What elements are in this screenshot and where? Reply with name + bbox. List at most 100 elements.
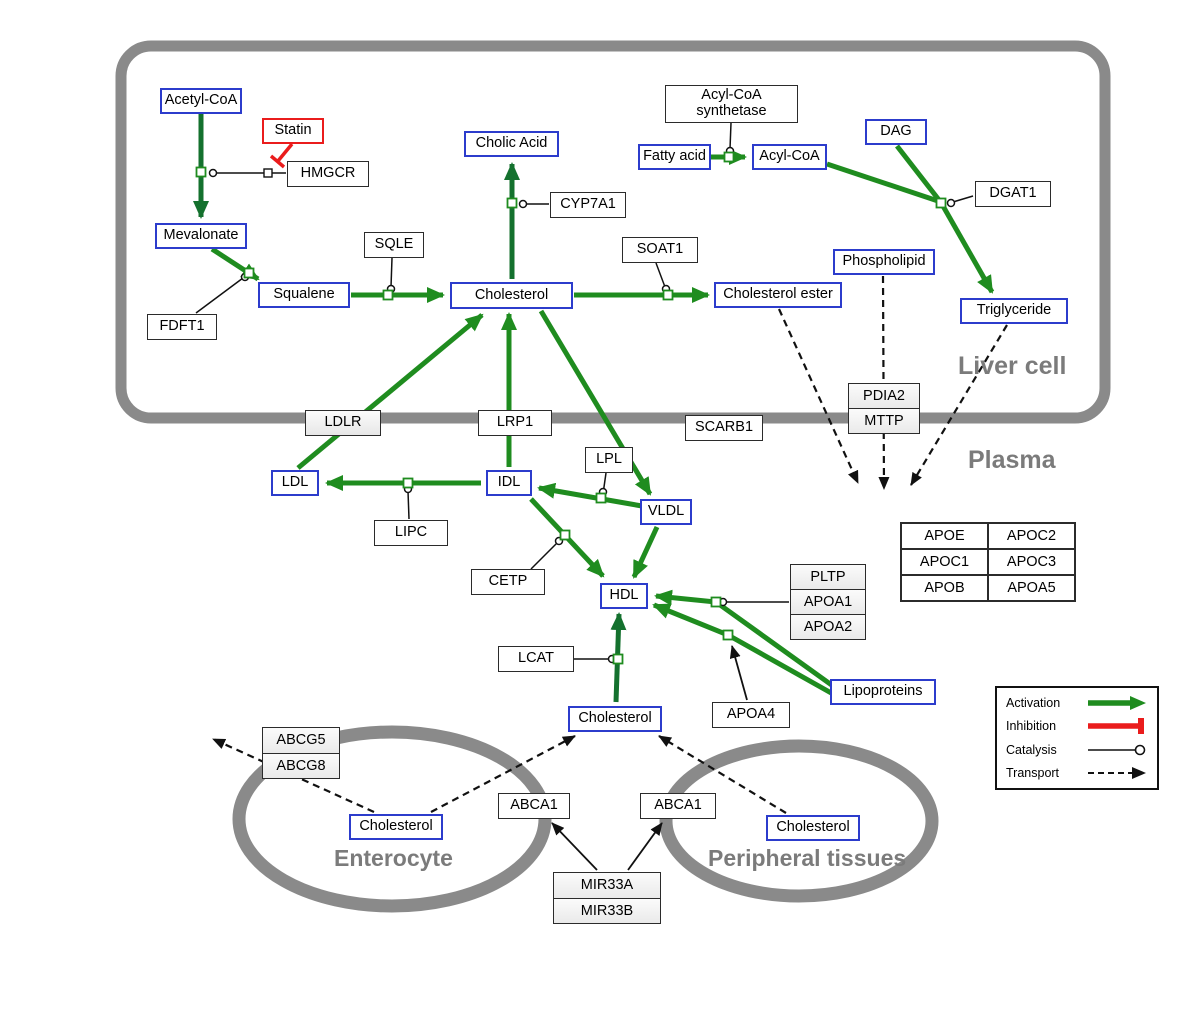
edge-ldl-to-liver-cholesterol [296, 313, 484, 470]
node-hmgcr[interactable]: HMGCR [287, 161, 369, 187]
node-dgat1[interactable]: DGAT1 [975, 181, 1051, 207]
edge-mir33-to-abca1-enterocyte [551, 822, 598, 871]
node-statin[interactable]: Statin [262, 118, 324, 144]
node-idl[interactable]: IDL [486, 470, 532, 496]
membranes [115, 40, 1111, 913]
statin-target-square [263, 168, 273, 178]
node-pltp-apoa-stack: PLTP APOA1 APOA2 [790, 564, 866, 640]
catalysis-dgat1 [952, 195, 974, 203]
node-apoa2[interactable]: APOA2 [791, 614, 865, 639]
legend-activation-row: Activation [1006, 695, 1148, 711]
node-pltp[interactable]: PLTP [791, 565, 865, 589]
plasma-label: Plasma [968, 446, 1056, 474]
node-apoe[interactable]: APOE [901, 523, 988, 549]
node-sqle[interactable]: SQLE [364, 232, 424, 258]
node-abcg-stack: ABCG5 ABCG8 [262, 727, 340, 779]
edge-apoa4-to-reaction [729, 645, 748, 701]
node-cholesterol-enterocyte[interactable]: Cholesterol [349, 814, 443, 840]
acyl-coa-synthetase-line1: Acyl-CoA [701, 87, 762, 104]
legend-transport-row: Transport [1006, 765, 1148, 781]
inhibition-tbar-icon [1088, 718, 1144, 735]
legend-catalysis-row: Catalysis [1006, 742, 1148, 758]
edge-junction-to-triglyceride [940, 204, 995, 294]
node-apoc3[interactable]: APOC3 [988, 549, 1075, 575]
edge-mir33-to-abca1-peripheral [627, 822, 663, 871]
node-soat1[interactable]: SOAT1 [622, 237, 698, 263]
node-cetp[interactable]: CETP [471, 569, 545, 595]
node-cholesterol-liver[interactable]: Cholesterol [450, 282, 573, 309]
node-abca1-enterocyte[interactable]: ABCA1 [498, 793, 570, 819]
node-lrp1[interactable]: LRP1 [478, 410, 552, 436]
legend-activation-label: Activation [1006, 696, 1061, 710]
edge-peripheral-cholesterol-to-plasma [658, 735, 787, 814]
node-fatty-acid[interactable]: Fatty acid [638, 144, 711, 170]
peripheral-tissues-label: Peripheral tissues [708, 845, 907, 871]
node-pdia2-mttp-stack: PDIA2 MTTP [848, 383, 920, 434]
node-apob[interactable]: APOB [901, 575, 988, 601]
enterocyte-membrane [232, 725, 552, 913]
legend-catalysis-label: Catalysis [1006, 742, 1057, 757]
node-lpl[interactable]: LPL [585, 447, 633, 473]
node-ldl[interactable]: LDL [271, 470, 319, 496]
node-ldlr[interactable]: LDLR [305, 410, 381, 436]
catalysis-cetp [530, 542, 558, 570]
catalysis-fdft1 [195, 277, 244, 314]
node-cholic-acid[interactable]: Cholic Acid [464, 131, 559, 157]
node-cholesterol-peripheral[interactable]: Cholesterol [766, 815, 860, 841]
node-apoa5[interactable]: APOA5 [988, 575, 1075, 601]
catalysis-lipc [407, 490, 410, 520]
node-triglyceride[interactable]: Triglyceride [960, 298, 1068, 324]
edge-vldl-to-idl [537, 482, 643, 509]
catalysis-soat1 [655, 262, 666, 288]
apolipoprotein-table: APOE APOC2 APOC1 APOC3 APOB APOA5 [900, 522, 1076, 602]
node-phospholipid[interactable]: Phospholipid [833, 249, 935, 275]
node-mevalonate[interactable]: Mevalonate [155, 223, 247, 249]
inhibition-statin [269, 142, 294, 169]
edge-cholesterolester-secretion [777, 308, 860, 484]
inhibition-tbar [269, 154, 286, 169]
node-apoc1[interactable]: APOC1 [901, 549, 988, 575]
node-lcat[interactable]: LCAT [498, 646, 574, 672]
enterocyte-label: Enterocyte [334, 845, 453, 871]
node-hdl[interactable]: HDL [600, 583, 648, 609]
legend-inhibition-label: Inhibition [1006, 719, 1057, 734]
activation-arrow-icon [1088, 696, 1146, 710]
node-squalene[interactable]: Squalene [258, 282, 350, 308]
legend-transport-label: Transport [1006, 765, 1060, 780]
node-fdft1[interactable]: FDFT1 [147, 314, 217, 340]
node-acetyl-coa[interactable]: Acetyl-CoA [160, 88, 242, 114]
node-cholesterol-ester[interactable]: Cholesterol ester [714, 282, 842, 308]
peripheral-tissues-membrane [659, 739, 939, 903]
legend: Activation Inhibition Catalysis Transpor… [995, 686, 1159, 790]
node-abca1-peripheral[interactable]: ABCA1 [640, 793, 716, 819]
node-abcg5[interactable]: ABCG5 [263, 728, 339, 753]
node-cholesterol-plasma[interactable]: Cholesterol [568, 706, 662, 732]
catalysis-sqle [390, 257, 393, 288]
node-lipoproteins[interactable]: Lipoproteins [830, 679, 936, 705]
node-mttp[interactable]: MTTP [849, 408, 919, 433]
liver-cell-label: Liver cell [958, 352, 1067, 380]
node-abcg8[interactable]: ABCG8 [263, 752, 339, 778]
node-lipc[interactable]: LIPC [374, 520, 448, 546]
node-mir33b[interactable]: MIR33B [554, 897, 660, 923]
node-mir33-stack: MIR33A MIR33B [553, 872, 661, 924]
legend-inhibition-row: Inhibition [1006, 718, 1148, 735]
node-dag[interactable]: DAG [865, 119, 927, 145]
node-scarb1[interactable]: SCARB1 [685, 415, 763, 441]
node-mir33a[interactable]: MIR33A [554, 873, 660, 898]
node-acyl-coa-synthetase[interactable]: Acyl-CoA synthetase [665, 85, 798, 123]
liver-cell-membrane [115, 40, 1111, 424]
node-apoa4[interactable]: APOA4 [712, 702, 790, 728]
node-vldl[interactable]: VLDL [640, 499, 692, 525]
transport-arrow-icon [1088, 766, 1146, 779]
node-cyp7a1[interactable]: CYP7A1 [550, 192, 626, 218]
node-pdia2[interactable]: PDIA2 [849, 384, 919, 408]
edge-dag-to-junction [895, 144, 941, 202]
node-apoc2[interactable]: APOC2 [988, 523, 1075, 549]
inhibition-line [276, 142, 294, 163]
node-apoa1[interactable]: APOA1 [791, 589, 865, 614]
regulation-edges [551, 645, 748, 871]
node-acyl-coa[interactable]: Acyl-CoA [752, 144, 827, 170]
edge-enterocyte-cholesterol-to-plasma [430, 735, 576, 813]
